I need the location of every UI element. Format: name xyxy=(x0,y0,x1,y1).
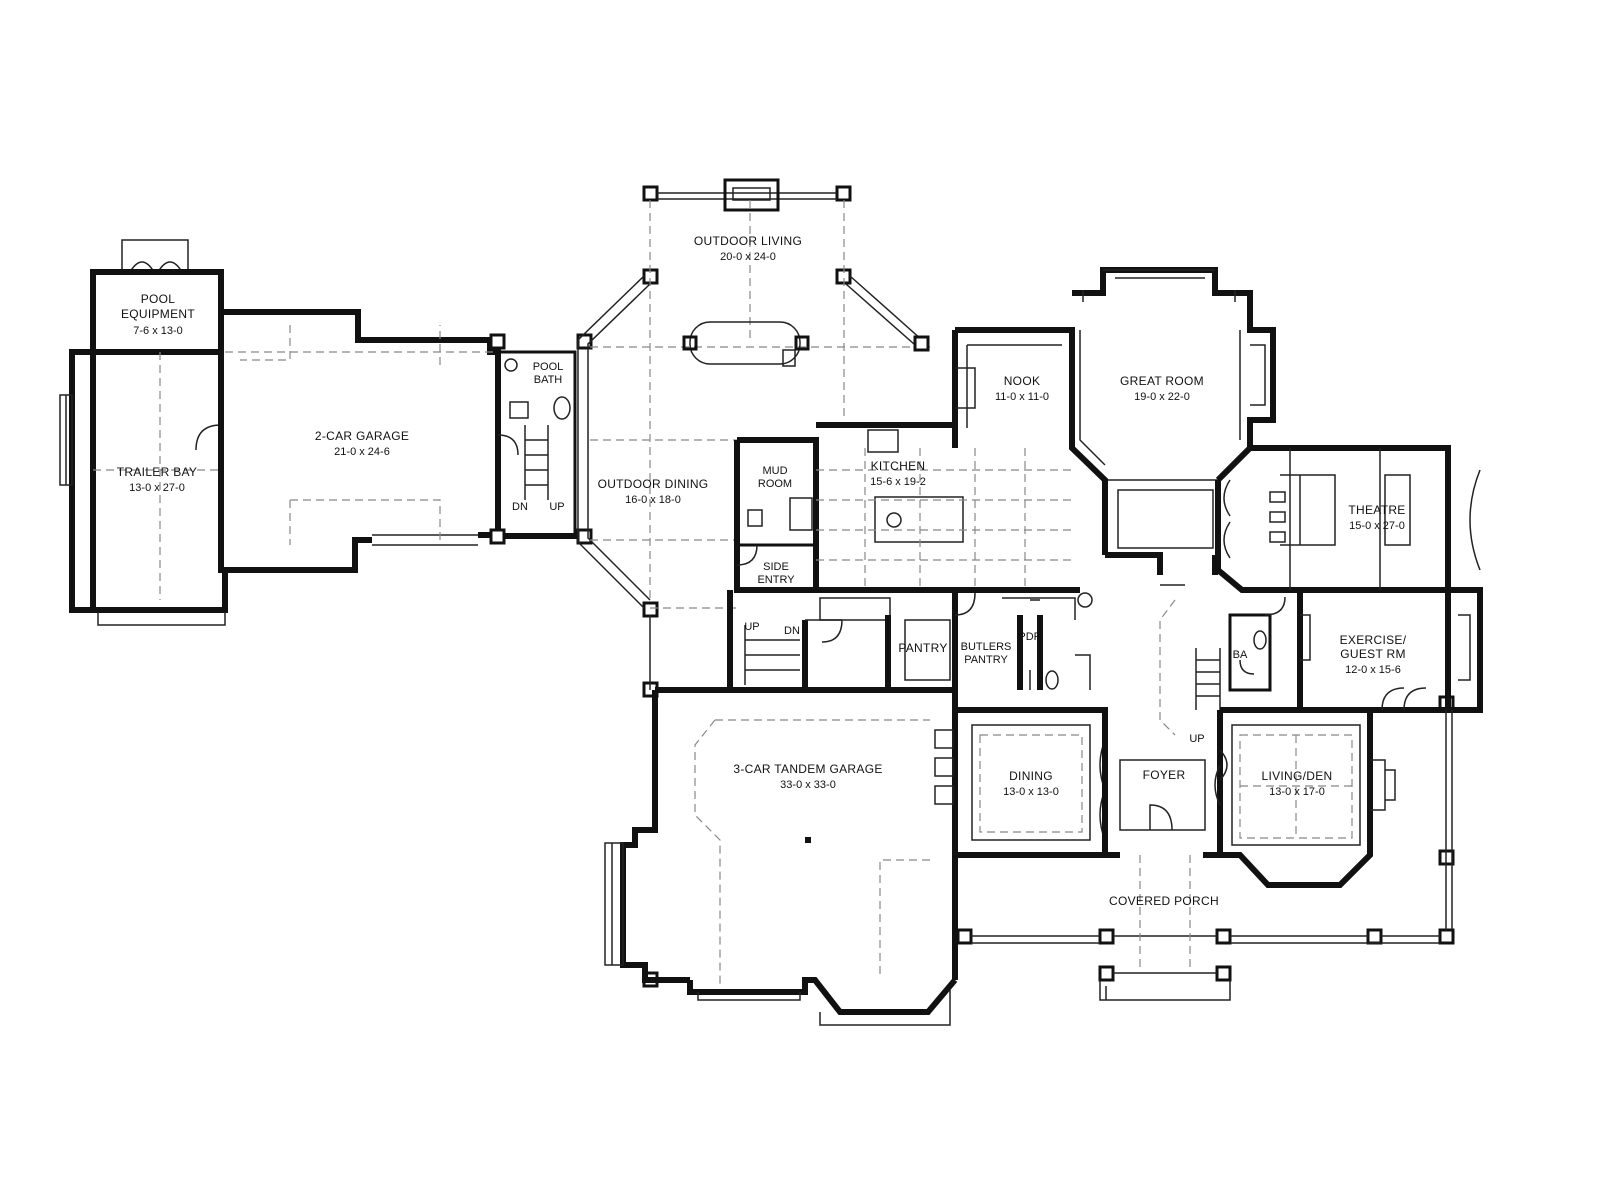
exercise-dims: 12-0 x 15-6 xyxy=(1345,664,1401,676)
side-entry-label-1: SIDE xyxy=(763,561,789,573)
living-den-dims: 13-0 x 17-0 xyxy=(1269,786,1325,798)
stair-up-label-3: UP xyxy=(1189,733,1204,745)
outdoor-dining-label: OUTDOOR DINING xyxy=(598,477,709,491)
dining-label: DINING xyxy=(1009,769,1053,783)
tandem-garage-label: 3-CAR TANDEM GARAGE xyxy=(733,762,882,776)
exercise-label-1: EXERCISE/ xyxy=(1340,633,1407,647)
stair-dn-label-2: DN xyxy=(784,625,800,637)
outdoor-dining-dims: 16-0 x 18-0 xyxy=(625,494,681,506)
outdoor-living-label: OUTDOOR LIVING xyxy=(694,234,802,248)
pool-bath-block xyxy=(495,342,582,539)
pantry-label: PANTRY xyxy=(898,641,947,655)
mud-room-label-2: ROOM xyxy=(758,478,792,490)
mud-room-label-1: MUD xyxy=(762,465,787,477)
main-house-walls xyxy=(604,267,1483,1026)
foyer-label: FOYER xyxy=(1143,768,1186,782)
stair-up-label-2: UP xyxy=(744,621,759,633)
trailer-bay-label: TRAILER BAY xyxy=(117,465,197,479)
great-room-dims: 19-0 x 22-0 xyxy=(1134,391,1190,403)
west-wing-walls xyxy=(59,239,498,626)
great-room-label: GREAT ROOM xyxy=(1120,374,1204,388)
butlers-pantry-label-2: PANTRY xyxy=(964,654,1008,666)
kitchen-dims: 15-6 x 19-2 xyxy=(870,476,926,488)
kitchen-label: KITCHEN xyxy=(871,459,926,473)
stair-dn-label: DN xyxy=(512,501,528,513)
pool-equipment-label-1: POOL xyxy=(141,292,176,306)
exercise-label-2: GUEST RM xyxy=(1340,647,1406,661)
pool-bath-label-1: POOL xyxy=(533,361,564,373)
pool-bath-label-2: BATH xyxy=(534,374,563,386)
pool-equipment-label-2: EQUIPMENT xyxy=(121,307,195,321)
dining-dims: 13-0 x 13-0 xyxy=(1003,786,1059,798)
trailer-bay-dims: 13-0 x 27-0 xyxy=(129,482,185,494)
living-den-label: LIVING/DEN xyxy=(1261,769,1332,783)
pdr-label: PDR xyxy=(1018,631,1041,643)
pool-equipment-dims: 7-6 x 13-0 xyxy=(133,325,183,337)
room-labels: POOL EQUIPMENT 7-6 x 13-0 TRAILER BAY 13… xyxy=(117,234,1407,908)
stair-up-label: UP xyxy=(549,501,564,513)
theatre-dims: 15-0 x 27-0 xyxy=(1349,520,1405,532)
theatre-label: THEATRE xyxy=(1348,503,1405,517)
posts xyxy=(489,185,1455,988)
nook-label: NOOK xyxy=(1004,374,1041,388)
two-car-garage-dims: 21-0 x 24-6 xyxy=(334,446,390,458)
covered-porch-label: COVERED PORCH xyxy=(1109,894,1219,908)
outdoor-living-structure xyxy=(577,178,930,690)
outdoor-living-dims: 20-0 x 24-0 xyxy=(720,251,776,263)
two-car-garage-label: 2-CAR GARAGE xyxy=(315,429,409,443)
nook-dims: 11-0 x 11-0 xyxy=(995,391,1049,403)
ba-label: BA xyxy=(1233,649,1248,661)
butlers-pantry-label-1: BUTLERS xyxy=(961,641,1012,653)
tandem-garage-dims: 33-0 x 33-0 xyxy=(780,779,836,791)
side-entry-label-2: ENTRY xyxy=(757,574,795,586)
